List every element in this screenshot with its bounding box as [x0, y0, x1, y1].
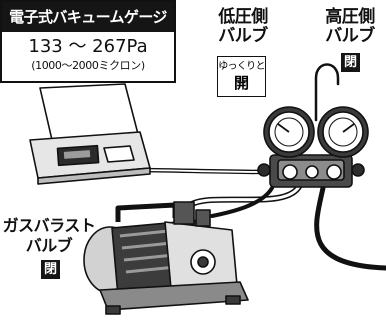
vacuum-gauge-title: 電子式バキュームゲージ: [2, 2, 174, 32]
manifold-gauge-set: [257, 106, 369, 188]
gas-ballast-valve-state: 閉: [41, 260, 60, 279]
low-side-valve-line1: 低圧側: [218, 7, 268, 27]
gas-ballast-valve-line2: バルブ: [25, 236, 73, 255]
low-side-valve-note: ゆっくりと 開: [217, 56, 266, 97]
vacuum-gauge-device: [29, 83, 151, 185]
vacuum-gauge-spec-box: 電子式バキュームゲージ 133 ～ 267Pa (1000～2000ミクロン): [0, 0, 176, 83]
low-side-valve-line2: バルブ: [218, 26, 268, 46]
manifold-hook: [314, 63, 340, 122]
low-side-valve-note-action: 開: [233, 74, 249, 92]
gas-ballast-valve-label: ガスバラスト バルブ: [0, 216, 98, 256]
gas-ballast-valve-line1: ガスバラスト: [2, 216, 96, 235]
high-side-valve-label: 高圧側 バルブ: [319, 8, 381, 46]
vacuum-gauge-range: 133 ～ 267Pa: [28, 36, 148, 57]
system-hose: [314, 185, 386, 271]
left-hose: [210, 186, 274, 218]
low-side-valve-note-small: ゆっくりと: [218, 61, 265, 72]
vacuum-gauge-microns: (1000～2000ミクロン): [31, 59, 145, 72]
high-side-valve-state: 閉: [341, 53, 360, 72]
vacuum-pump: [83, 201, 249, 315]
high-side-valve-line2: バルブ: [325, 26, 375, 46]
low-side-valve-label: 低圧側 バルブ: [214, 8, 272, 46]
high-side-valve-line1: 高圧側: [325, 7, 375, 27]
